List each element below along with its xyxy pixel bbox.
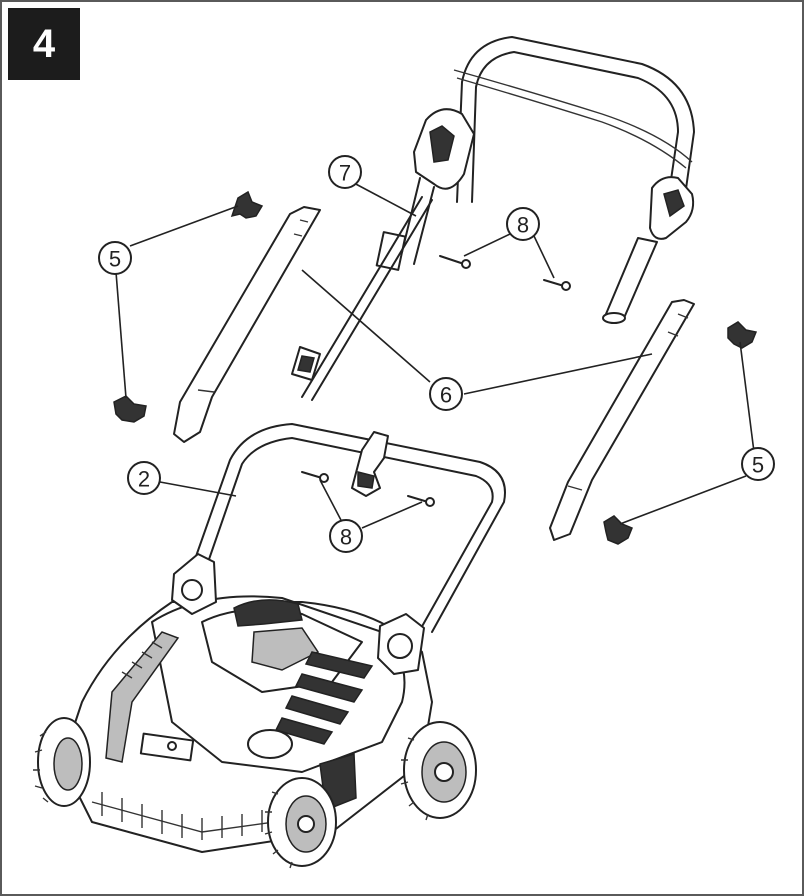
wheel-front-left: [33, 717, 91, 807]
svg-text:8: 8: [340, 525, 352, 550]
wheel-rear-right: [400, 721, 477, 821]
mower-body: [61, 553, 433, 853]
svg-text:5: 5: [752, 453, 764, 478]
svg-text:2: 2: [138, 467, 150, 492]
callout-6: 6: [429, 377, 463, 411]
callout-8-upper: 8: [506, 207, 540, 241]
bolts-lower: [301, 471, 435, 507]
middle-handle-right: [549, 299, 695, 541]
upper-handle: [375, 36, 695, 324]
step-number-badge: 4: [8, 8, 80, 80]
callout-2: 2: [127, 461, 161, 495]
callout-5-left: 5: [98, 241, 132, 275]
knob-bottom-right: [603, 515, 633, 545]
svg-text:5: 5: [109, 247, 121, 272]
knob-top-left: [230, 190, 264, 219]
callout-7: 7: [328, 155, 362, 189]
middle-handle-left: [173, 206, 321, 443]
knob-top-right: [727, 321, 758, 349]
svg-text:7: 7: [339, 161, 351, 186]
bolts-upper: [439, 255, 571, 291]
cable-part-7: [291, 196, 433, 401]
leader-lines: [115, 181, 755, 529]
knob-bottom-left: [113, 395, 147, 423]
callout-5-right: 5: [741, 447, 775, 481]
svg-text:6: 6: [440, 383, 452, 408]
svg-text:8: 8: [517, 213, 529, 238]
lower-handle: [193, 423, 506, 633]
wheel-front-right: [264, 777, 337, 869]
callout-8-lower: 8: [329, 519, 363, 553]
